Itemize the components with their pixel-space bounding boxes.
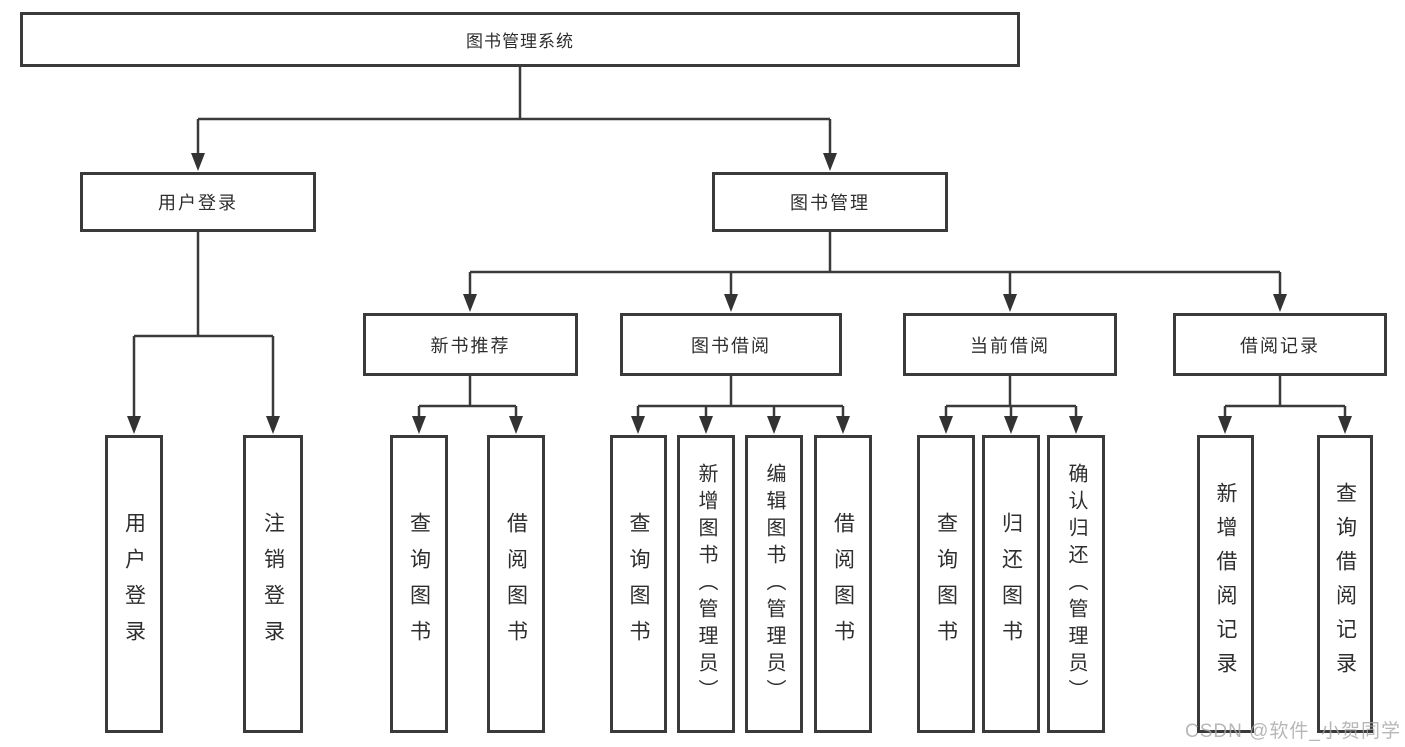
csdn-watermark: CSDN @软件_小贺同学: [1185, 721, 1401, 742]
node-new-book-recommend: 新书推荐: [363, 313, 578, 376]
node-logout: 注销登录: [243, 435, 303, 733]
node-book-borrowing: 图书借阅: [620, 313, 842, 376]
node-current-borrowing: 当前借阅: [903, 313, 1117, 376]
node-query-books-borrowing: 查询图书: [610, 435, 667, 733]
node-borrow-books-leaf: 借阅图书: [814, 435, 872, 733]
node-book-management: 图书管理: [712, 172, 948, 232]
node-add-books-admin: 新增图书（管理员）: [677, 435, 735, 733]
node-query-books-current: 查询图书: [917, 435, 975, 733]
node-add-borrow-record: 新增借阅记录: [1197, 435, 1254, 733]
node-confirm-return-admin: 确认归还（管理员）: [1047, 435, 1105, 733]
node-borrow-books-recommend: 借阅图书: [487, 435, 545, 733]
node-query-borrow-record: 查询借阅记录: [1317, 435, 1373, 733]
node-edit-books-admin: 编辑图书（管理员）: [745, 435, 803, 733]
node-user-login-leaf: 用户登录: [105, 435, 163, 733]
node-user-login: 用户登录: [80, 172, 316, 232]
arrowhead-group: [127, 153, 1352, 434]
node-return-books: 归还图书: [982, 435, 1040, 733]
node-borrowing-records: 借阅记录: [1173, 313, 1387, 376]
node-library-system: 图书管理系统: [20, 12, 1020, 67]
node-query-books-recommend: 查询图书: [390, 435, 448, 733]
